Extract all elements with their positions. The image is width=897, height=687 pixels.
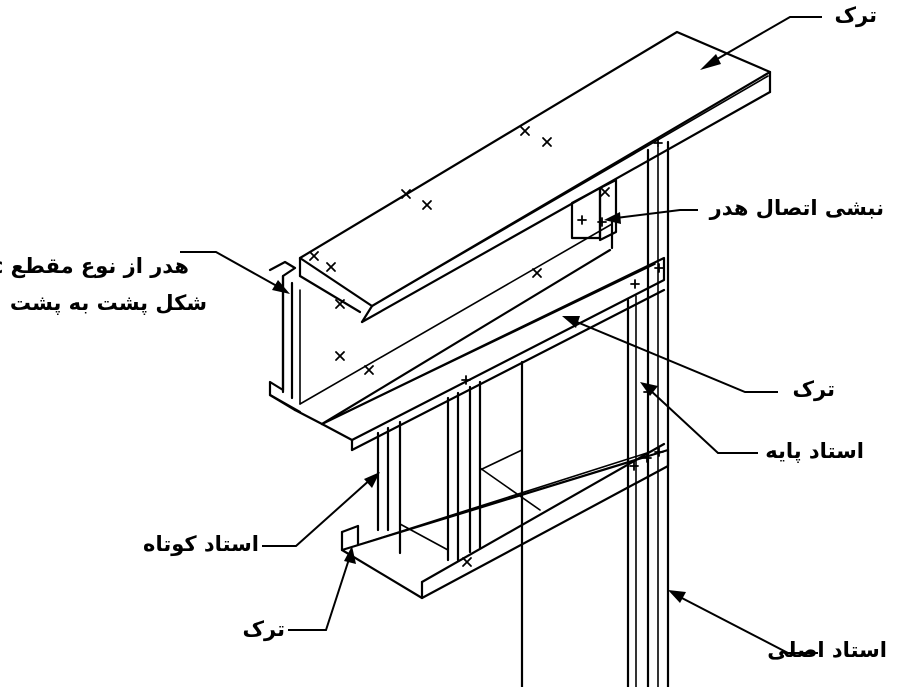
screw-marks [309,126,664,567]
label-header-line1: هدر از نوع مقطع c [0,254,189,278]
leader-track-top [700,16,822,70]
screw-mark [577,215,587,225]
label-short-stud: استاد کوتاه [143,532,259,556]
screw-mark [654,447,664,457]
screw-mark [630,279,640,289]
screw-mark [462,557,472,567]
screw-mark [401,189,411,199]
label-track-top: ترک [834,3,877,27]
screw-mark [597,217,607,227]
label-track-middle: ترک [792,377,835,401]
screw-mark [335,299,345,309]
screw-mark [642,453,652,463]
screw-mark [422,200,432,210]
main-stud [646,140,670,687]
screw-mark [653,138,663,148]
screw-mark [335,351,345,361]
label-header-line2: شکل پشت به پشت [9,291,207,315]
screw-mark [364,365,374,375]
middle-track [320,256,666,452]
leader-angle-connector [604,209,698,224]
label-angle-connector: نبشی اتصال هدر [709,196,884,220]
bottom-track [340,442,670,600]
screw-mark [600,187,610,197]
screw-mark [532,268,542,278]
leader-base-stud [640,382,758,454]
label-base-stud: استاد پایه [765,439,864,463]
short-studs [376,360,541,687]
label-track-bottom: ترک [242,617,285,641]
angle-connector [570,178,618,242]
leader-main-stud [668,590,818,654]
screw-mark [461,375,471,385]
leader-short-stud [262,472,380,547]
leader-header [180,251,290,294]
header-beam [268,220,614,426]
screw-mark [520,126,530,136]
leader-track-middle [562,316,778,393]
screw-mark [309,251,319,261]
label-main-stud: استاد اصلی [767,638,887,662]
screw-mark [629,461,639,471]
top-track [298,30,772,324]
base-stud [626,295,637,687]
screw-mark [542,137,552,147]
screw-mark [326,262,336,272]
screw-mark [654,263,664,273]
leader-track-bottom [288,546,356,631]
